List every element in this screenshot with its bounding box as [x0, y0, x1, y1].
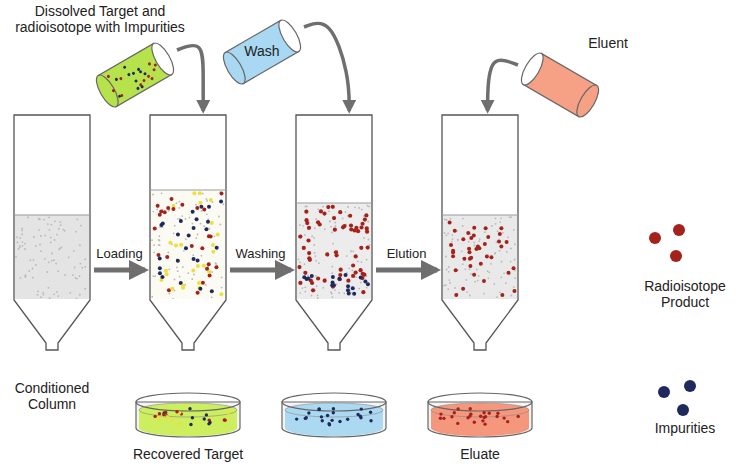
step-arrow: [94, 268, 145, 273]
column-shape: [14, 115, 90, 350]
step-label: Elution: [387, 247, 427, 262]
legend-dot: [670, 250, 682, 262]
column: [442, 115, 518, 350]
node-label: Conditioned Column: [0, 380, 107, 412]
pour-arrow: [177, 45, 203, 111]
legend-label: Radioisotope Product: [635, 278, 735, 310]
node-label: Wash: [232, 43, 292, 59]
sample-beaker: Dissolved Target and radioisotope with I…: [95, 45, 175, 105]
node-label: Dissolved Target and radioisotope with I…: [15, 3, 185, 35]
column: [296, 115, 372, 350]
dish-label: Eluate: [440, 446, 520, 462]
pour-arrow: [488, 60, 518, 111]
eluent-beaker: Eluent: [520, 55, 600, 115]
legend-dot: [658, 386, 670, 398]
legend-dot: [649, 232, 661, 244]
collection-dish: [136, 393, 240, 437]
legend-dot: [673, 224, 685, 236]
node-label: Eluent: [578, 35, 638, 51]
column: [150, 115, 226, 350]
column-shape: [150, 115, 226, 350]
legend-dot: [677, 404, 689, 416]
legend-dot: [684, 380, 696, 392]
wash-beaker: Wash: [222, 22, 302, 82]
column: Conditioned Column: [14, 115, 90, 350]
collection-dish: [428, 393, 532, 437]
pour-arrow: [304, 23, 349, 111]
legend-label: Impurities: [635, 420, 735, 436]
step-arrow: [376, 268, 437, 273]
beaker-shape: [520, 55, 600, 115]
step-arrow: [230, 268, 291, 273]
column-shape: [442, 115, 518, 350]
beaker-shape: [95, 45, 175, 105]
dish-label: Recovered Target: [123, 446, 253, 462]
collection-dish: [282, 393, 386, 437]
step-label: Loading: [96, 247, 142, 262]
column-shape: [296, 115, 372, 350]
step-label: Washing: [235, 247, 285, 262]
